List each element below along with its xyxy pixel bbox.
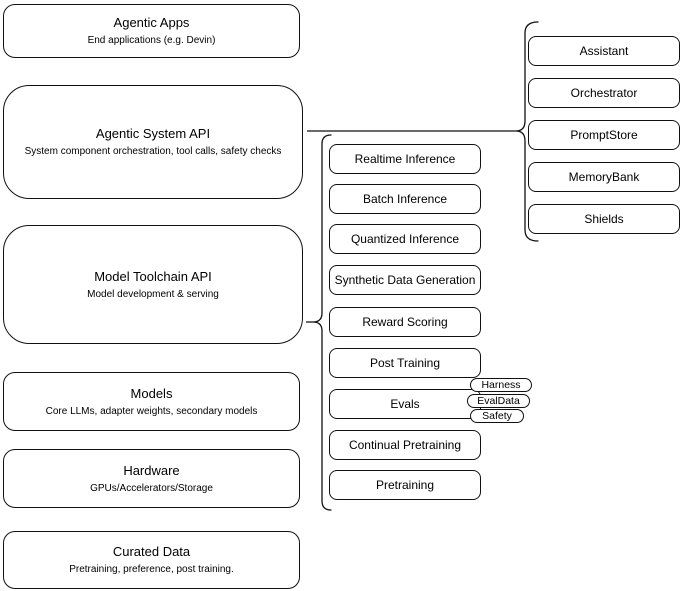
toolchain-item-label: Batch Inference — [362, 192, 448, 206]
node-subtitle: GPUs/Accelerators/Storage — [90, 482, 213, 494]
component-orchestrator: Orchestrator — [528, 78, 680, 108]
node-model-toolchain-api: Model Toolchain API Model development & … — [3, 225, 303, 344]
eval-tag-label: EvalData — [477, 394, 520, 407]
node-subtitle: Core LLMs, adapter weights, secondary mo… — [45, 405, 258, 417]
component-label: Shields — [584, 212, 624, 226]
toolchain-item-quantized-inference: Quantized Inference — [329, 224, 481, 254]
component-promptstore: PromptStore — [528, 120, 680, 150]
node-subtitle: End applications (e.g. Devin) — [87, 35, 216, 46]
eval-tag-harness: Harness — [470, 378, 532, 392]
toolchain-item-label: Post Training — [369, 356, 441, 370]
toolchain-item-label: Continual Pretraining — [348, 438, 462, 452]
toolchain-item-pretraining: Pretraining — [329, 470, 481, 500]
toolchain-item-label: Synthetic Data Generation — [334, 273, 476, 287]
node-subtitle: Pretraining, preference, post training. — [69, 564, 234, 575]
component-assistant: Assistant — [528, 36, 680, 66]
component-shields: Shields — [528, 204, 680, 234]
eval-tag-safety: Safety — [470, 409, 524, 423]
toolchain-item-label: Pretraining — [375, 478, 435, 492]
toolchain-item-post-training: Post Training — [329, 348, 481, 378]
node-title: Hardware — [123, 462, 180, 478]
eval-tag-label: Harness — [481, 378, 521, 391]
toolchain-item-evals: Evals — [329, 389, 481, 419]
node-agentic-system-api: Agentic System API System component orch… — [3, 85, 303, 199]
toolchain-item-continual-pretraining: Continual Pretraining — [329, 430, 481, 460]
component-label: PromptStore — [570, 128, 638, 142]
toolchain-item-reward-scoring: Reward Scoring — [329, 307, 481, 337]
component-label: Orchestrator — [570, 86, 638, 100]
eval-tag-label: Safety — [482, 409, 512, 422]
toolchain-item-label: Evals — [390, 397, 420, 411]
node-title: Model Toolchain API — [94, 268, 212, 284]
node-agentic-apps: Agentic Apps End applications (e.g. Devi… — [3, 4, 300, 58]
node-title: Curated Data — [112, 544, 191, 559]
node-curated-data: Curated Data Pretraining, preference, po… — [3, 531, 300, 589]
node-hardware: Hardware GPUs/Accelerators/Storage — [3, 449, 300, 508]
toolchain-item-label: Quantized Inference — [350, 232, 460, 246]
eval-tag-evaldata: EvalData — [467, 394, 530, 408]
node-title: Agentic Apps — [113, 15, 190, 30]
node-subtitle: System component orchestration, tool cal… — [24, 146, 282, 157]
node-models: Models Core LLMs, adapter weights, secon… — [3, 372, 300, 431]
node-subtitle: Model development & serving — [87, 288, 219, 300]
node-title: Models — [130, 385, 173, 401]
toolchain-item-synthetic-data-generation: Synthetic Data Generation — [329, 265, 481, 295]
brace-toolchain — [306, 134, 332, 511]
component-memorybank: MemoryBank — [528, 162, 680, 192]
toolchain-item-label: Realtime Inference — [354, 152, 456, 166]
component-label: Assistant — [579, 44, 629, 58]
toolchain-item-batch-inference: Batch Inference — [329, 184, 481, 214]
node-title: Agentic System API — [95, 126, 211, 141]
component-label: MemoryBank — [568, 170, 640, 184]
toolchain-item-label: Reward Scoring — [362, 315, 448, 329]
toolchain-item-realtime-inference: Realtime Inference — [329, 144, 481, 174]
